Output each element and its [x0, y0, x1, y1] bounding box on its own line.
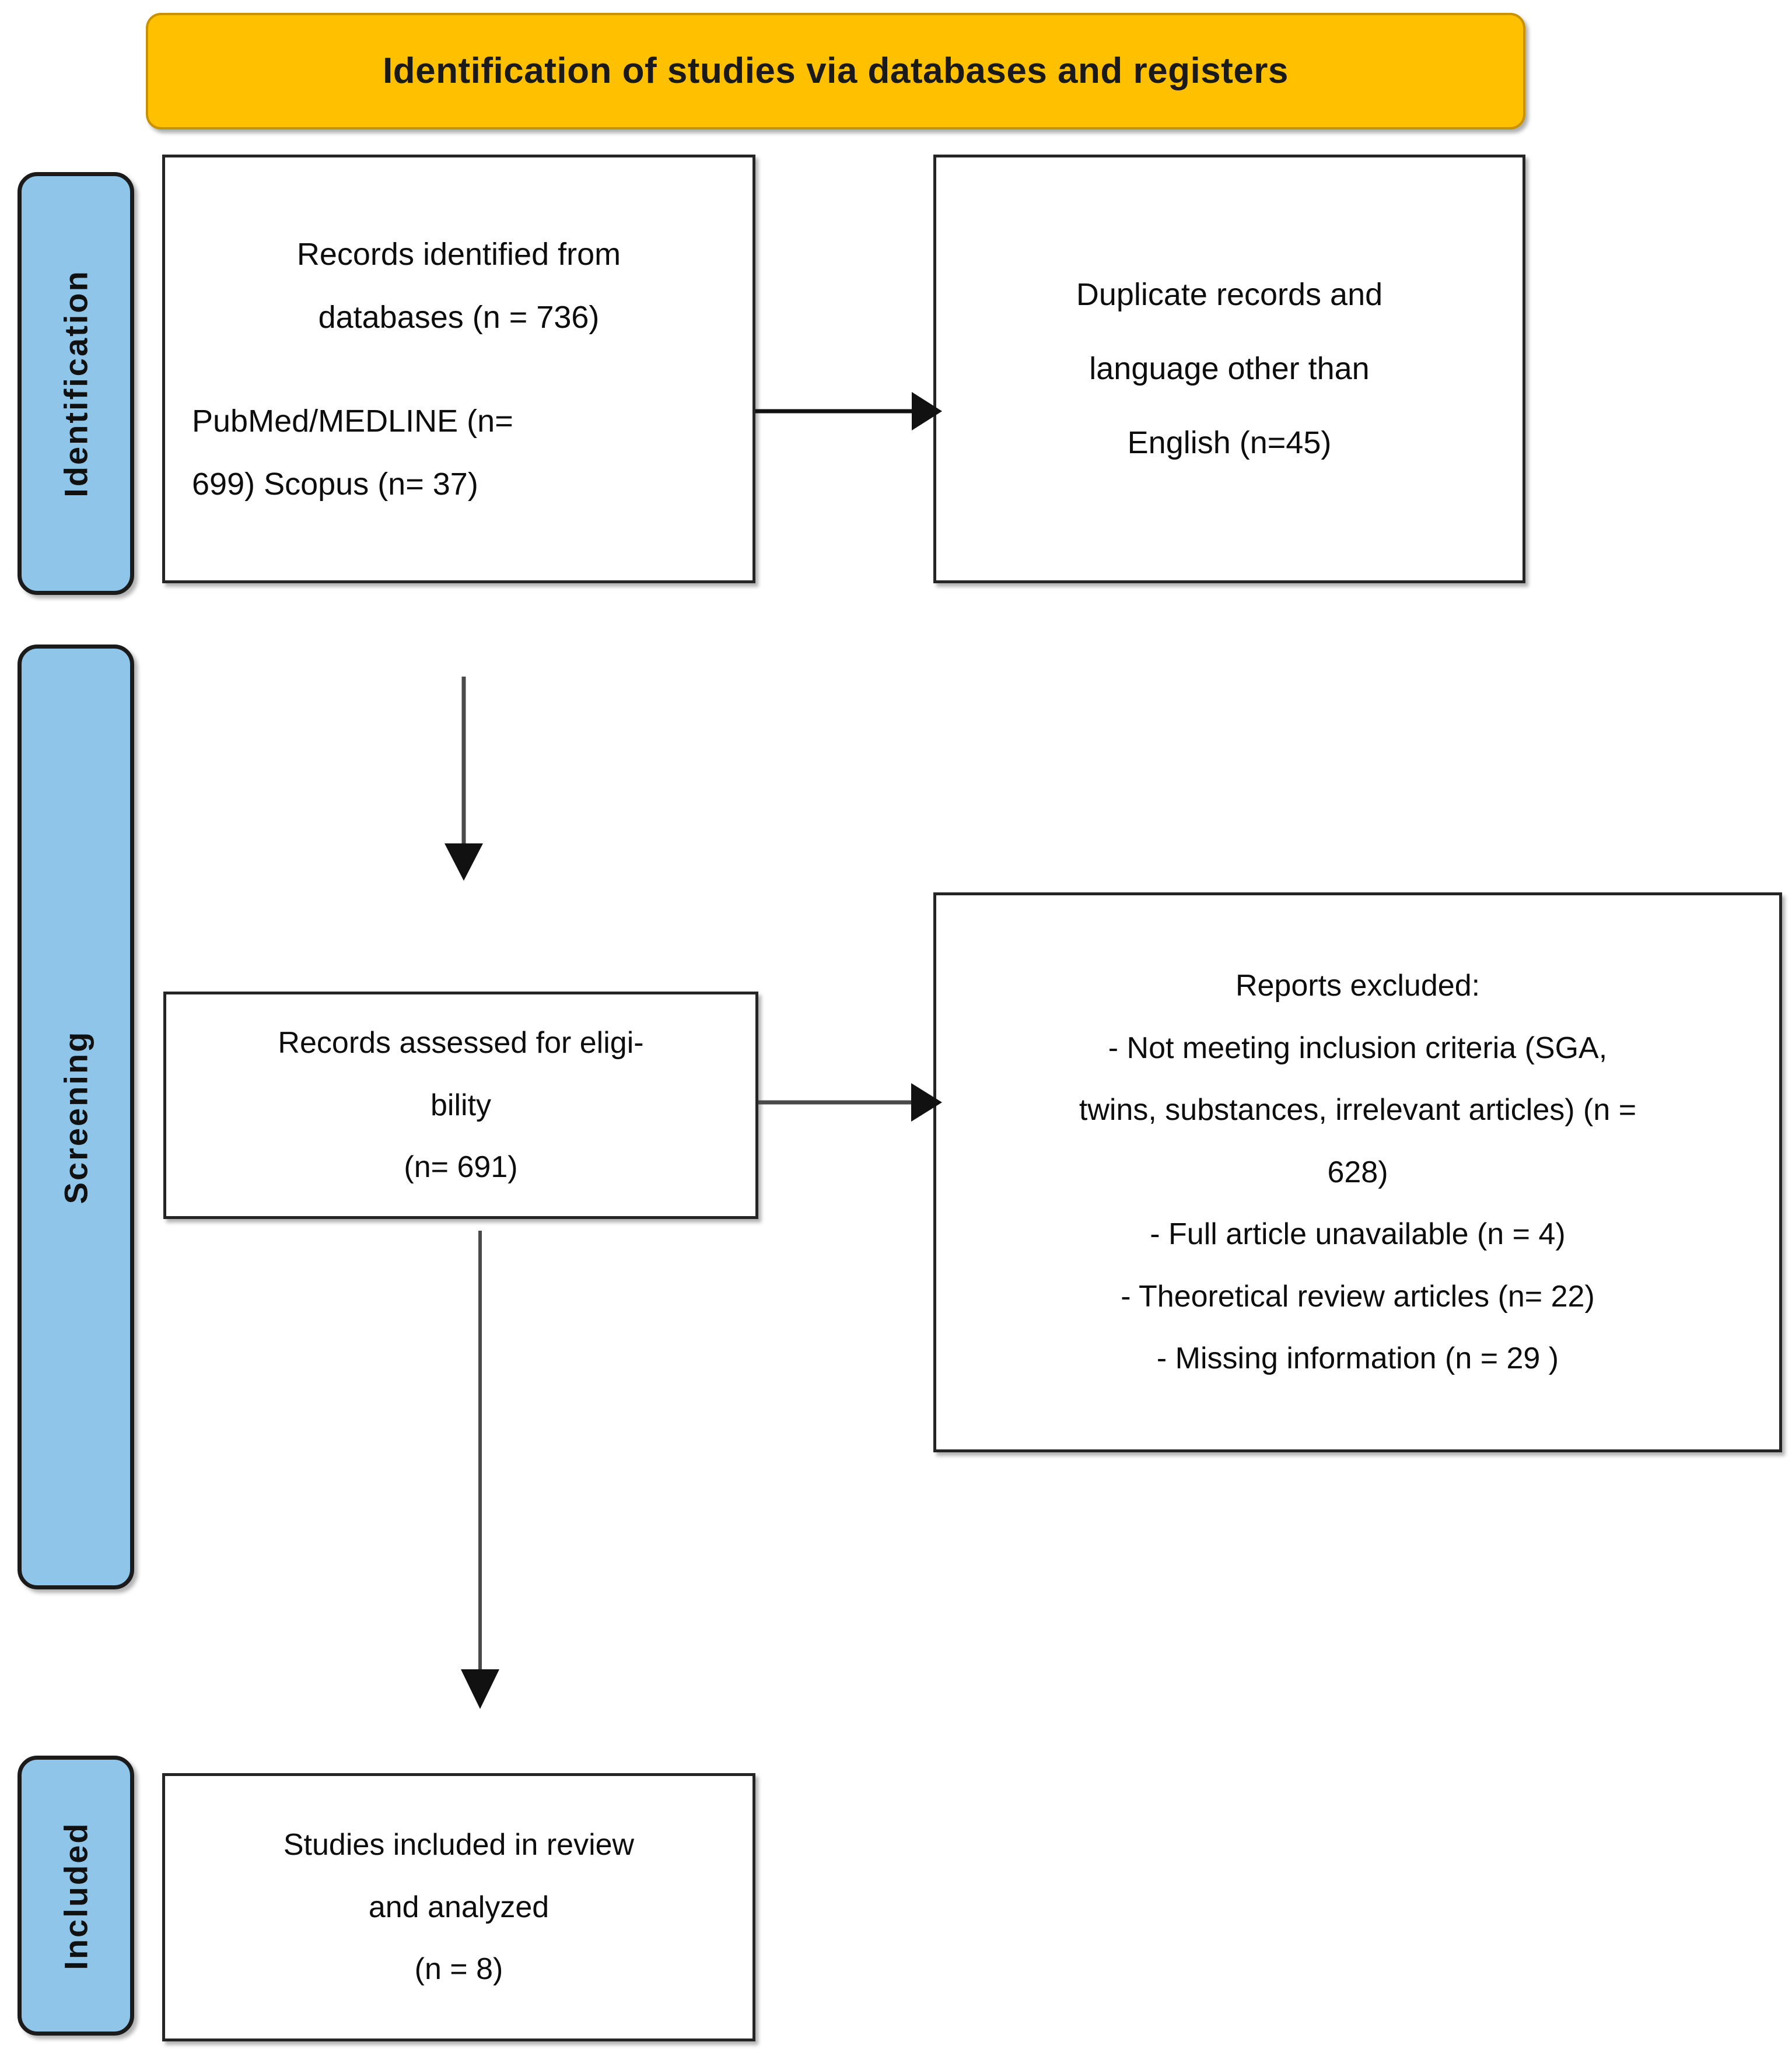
records-identified-line-3: PubMed/MEDLINE (n= — [192, 403, 513, 439]
stage-bar-included-label: Included — [57, 1821, 94, 1970]
reports-excluded-heading: Reports excluded: — [1235, 968, 1480, 1003]
banner-title: Identification of studies via databases … — [383, 50, 1289, 91]
stage-bar-screening-label: Screening — [57, 1030, 94, 1204]
reports-excluded-line-5: - Theoretical review articles (n= 22) — [1121, 1279, 1595, 1314]
reports-excluded-line-4: - Full article unavailable (n = 4) — [1150, 1217, 1566, 1252]
reports-excluded-line-2: twins, substances, irrelevant articles) … — [1079, 1093, 1637, 1127]
box-spacer — [192, 349, 726, 390]
records-assessed-line-2: bility — [430, 1088, 492, 1122]
arrow-assessed-to-excluded — [758, 1076, 942, 1129]
box-reports-excluded: Reports excluded: - Not meeting inclusio… — [933, 892, 1782, 1452]
stage-bar-included: Included — [18, 1756, 134, 2036]
box-records-identified: Records identified from databases (n = 7… — [162, 155, 755, 583]
records-identified-line-1: Records identified from — [296, 236, 621, 272]
box-studies-included: Studies included in review and analyzed … — [162, 1773, 755, 2041]
records-identified-line-2: databases (n = 736) — [318, 299, 600, 335]
stage-bar-identification: Identification — [18, 172, 134, 595]
stage-bar-identification-label: Identification — [57, 269, 94, 498]
duplicate-records-line-1: Duplicate records and — [1076, 277, 1383, 313]
duplicate-records-line-3: English (n=45) — [1127, 425, 1332, 460]
reports-excluded-line-6: - Missing information (n = 29 ) — [1156, 1342, 1559, 1376]
reports-excluded-line-1: - Not meeting inclusion criteria (SGA, — [1108, 1031, 1608, 1065]
box-records-assessed: Records assessed for eligi- bility (n= 6… — [163, 992, 758, 1219]
studies-included-line-3: (n = 8) — [414, 1952, 503, 1987]
studies-included-line-1: Studies included in review — [283, 1828, 635, 1862]
records-assessed-line-1: Records assessed for eligi- — [278, 1026, 644, 1060]
studies-included-line-2: and analyzed — [368, 1890, 550, 1924]
reports-excluded-line-3: 628) — [1327, 1155, 1388, 1189]
identification-banner: Identification of studies via databases … — [146, 13, 1525, 129]
records-assessed-line-3: (n= 691) — [404, 1150, 518, 1185]
box-duplicate-records: Duplicate records and language other tha… — [933, 155, 1525, 583]
records-identified-line-4: 699) Scopus (n= 37) — [192, 466, 478, 502]
arrow-identified-to-assessed — [438, 677, 490, 881]
duplicate-records-line-2: language other than — [1089, 351, 1370, 387]
arrow-assessed-to-included — [454, 1231, 506, 1709]
stage-bar-screening: Screening — [18, 645, 134, 1589]
arrow-identified-to-duplicates — [755, 385, 942, 437]
